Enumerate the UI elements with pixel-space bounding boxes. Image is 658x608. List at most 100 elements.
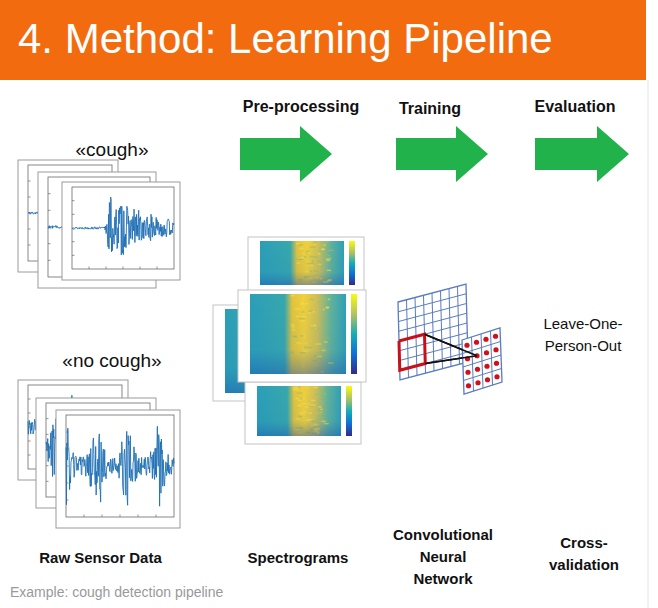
axis-tick [46,465,49,466]
slide-edge [648,80,649,608]
axis-tick [138,515,139,518]
axis-tick [48,243,51,244]
axis-tick [28,245,31,246]
title-band [0,0,646,80]
axis-tick [72,255,75,256]
activation-dot [475,380,480,385]
activation-dot [466,383,471,388]
method-name: Leave-One-Person-Out [530,313,636,357]
stage-arrow [535,126,629,182]
kernel-window [399,334,425,370]
grid-outline [398,284,468,380]
spectrogram-image [250,294,346,374]
plot-frame [62,182,180,280]
grid-outline [462,328,502,394]
cnn-icon [398,284,502,394]
activation-dot [493,347,498,352]
activation-dot [494,361,499,366]
spectrogram-images [213,237,366,444]
column-label: Cross-validation [543,532,625,576]
grid-line [458,286,460,364]
spectrogram-shade [257,386,341,436]
waveform-plot [56,410,180,528]
stage-heading: Evaluation [518,97,632,117]
axis-tick [28,399,31,400]
column-label: Convolutional Neural Network [390,524,496,590]
axis-tick [157,267,158,270]
activation-dot [483,337,488,342]
plot-frame [245,382,361,444]
column-label: Spectrograms [233,547,363,569]
grid-line [400,343,468,361]
activation-dot [485,377,490,382]
activation-dot [474,340,479,345]
waveform-trace [72,197,174,255]
axis-tick [28,181,31,182]
axis-tick [102,515,103,518]
axis-tick [46,418,49,419]
class-label: «no cough» [37,349,187,373]
axis-tick [48,210,51,211]
axis-tick [48,260,51,261]
grid-line [449,289,451,367]
axis-tick [72,241,75,242]
waveform-plots [18,160,180,528]
spectrogram-image [257,386,341,436]
axis-tick [84,515,85,518]
colorbar [351,294,357,374]
stage-heading: Training [380,99,480,119]
axis-tick [72,214,75,215]
axis-tick [28,197,31,198]
stage-heading: Pre-processing [226,97,376,117]
plot-frame [238,290,366,382]
activation-dot [484,350,489,355]
kernel-line [425,334,478,356]
plot-frame [56,410,180,528]
spectrogram-shade [260,241,344,285]
activation-dot [494,374,499,379]
activation-dot [484,364,489,369]
grid-line [464,369,502,381]
activation-dot [465,370,470,375]
feature-map [462,328,502,394]
plot-axes [72,187,174,269]
axis-tick [89,267,90,270]
activation-dot [475,367,480,372]
feature-map [398,284,468,380]
column-label: Raw Sensor Data [18,547,183,569]
plot-frame [248,237,364,293]
colorbar [349,241,355,285]
axis-tick [48,193,51,194]
axis-tick [156,515,157,518]
axis-tick [120,515,121,518]
spectrogram [245,382,361,444]
axis-tick [106,267,107,270]
axis-tick [123,267,124,270]
waveform-plot [62,182,180,280]
activation-dot [493,334,498,339]
spectrogram-image [260,241,344,285]
waveform-trace [66,426,174,506]
spectrogram-shade [250,294,346,374]
grid-line [441,291,443,369]
grid-line [491,331,493,385]
axis-tick [72,200,75,201]
axis-tick [140,267,141,270]
axis-tick [28,413,31,414]
caption: Example: cough detection pipeline [10,583,223,601]
activation-dot [464,343,469,348]
axis-tick [28,455,31,456]
plot-axes [66,415,174,517]
axis-tick [46,481,49,482]
axis-tick [46,434,49,435]
stage-arrow [396,126,488,182]
stage-arrow [240,126,332,182]
axis-tick [28,229,31,230]
spectrogram [238,290,366,382]
kernel-line [425,356,477,364]
axis-tick [28,441,31,442]
class-label: «cough» [42,138,182,162]
colorbar [346,386,352,436]
